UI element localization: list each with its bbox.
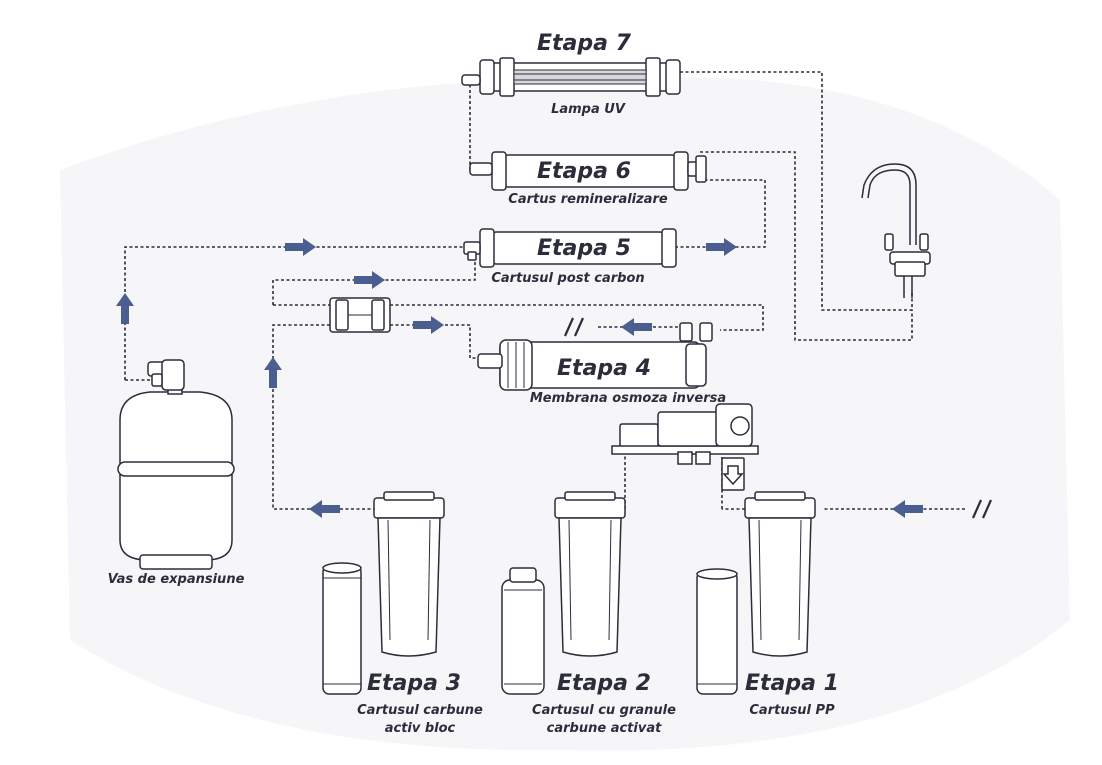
flow-arrow-icon xyxy=(309,500,340,518)
cartridge-granular-carbon xyxy=(501,567,545,695)
remineralization-cartridge xyxy=(469,151,707,191)
stage6-label: Cartus remineralizare xyxy=(508,192,668,207)
flow-arrows xyxy=(116,238,923,518)
uv-lamp xyxy=(461,57,681,97)
flow-arrow-icon xyxy=(706,238,737,256)
flow-arrow-icon xyxy=(116,293,134,324)
flow-arrow-icon xyxy=(621,318,652,336)
cartridge-pp xyxy=(696,568,738,695)
stage6-title: Etapa 6 xyxy=(537,159,631,184)
stage1-title: Etapa 1 xyxy=(745,671,839,696)
stage5-label: Cartusul post carbon xyxy=(491,271,644,286)
post-carbon-cartridge xyxy=(463,228,677,268)
stage3-label-line2: activ bloc xyxy=(385,721,456,736)
stage5-title: Etapa 5 xyxy=(537,236,631,261)
flow-restrictor xyxy=(329,297,391,333)
flow-arrow-icon xyxy=(264,357,282,388)
stage7-title: Etapa 7 xyxy=(537,31,632,56)
housing-stage2 xyxy=(554,491,626,657)
stage2-label-line1: Cartusul cu granule xyxy=(532,703,676,718)
stage7-label: Lampa UV xyxy=(551,102,626,117)
housing-stage3 xyxy=(373,491,445,657)
flow-arrow-icon xyxy=(413,316,444,334)
flow-arrow-icon xyxy=(354,271,385,289)
pump-icon xyxy=(611,403,759,465)
stage1-label: Cartusul PP xyxy=(749,703,835,718)
cartridge-carbon-block xyxy=(322,562,362,695)
ro-membrane xyxy=(477,322,713,391)
expansion-tank xyxy=(117,359,235,570)
pipe-break-icon xyxy=(971,499,993,519)
housing-stage1 xyxy=(744,491,816,657)
flow-arrow-icon xyxy=(285,238,316,256)
stage3-label-line1: Cartusul carbune xyxy=(357,703,483,718)
stage3-title: Etapa 3 xyxy=(367,671,461,696)
stage4-label: Membrana osmoza inversa xyxy=(530,391,726,406)
flow-arrow-icon xyxy=(892,500,923,518)
faucet-icon xyxy=(861,163,931,298)
stage4-title: Etapa 4 xyxy=(557,356,651,381)
stage2-title: Etapa 2 xyxy=(557,671,651,696)
tank-label: Vas de expansiune xyxy=(108,572,245,587)
pipe-break-icon xyxy=(563,317,585,337)
check-valve-icon xyxy=(721,457,745,491)
stage2-label-line2: carbune activat xyxy=(547,721,662,736)
